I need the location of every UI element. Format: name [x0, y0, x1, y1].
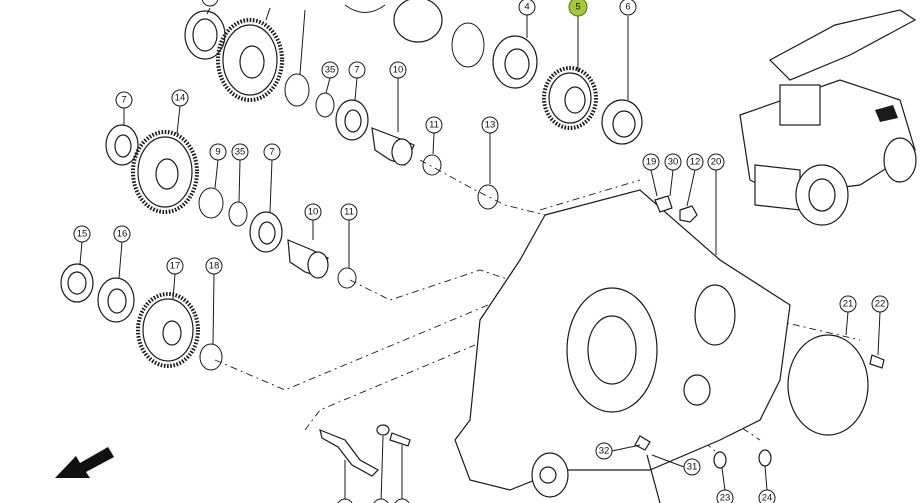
ring-top-center [344, 0, 485, 68]
callout-bottom-3[interactable] [394, 498, 410, 503]
callout-13[interactable]: 13 [481, 116, 499, 134]
callout-30[interactable]: 30 [664, 153, 682, 171]
snap-ring-13 [477, 184, 499, 210]
snap-ring-11-top [422, 154, 442, 176]
callout-20[interactable]: 20 [707, 153, 725, 171]
callout-22[interactable]: 22 [871, 295, 889, 313]
callout-7-top[interactable]: 7 [348, 61, 366, 79]
callout-5[interactable]: 5 [568, 0, 588, 17]
rod-31 [646, 454, 661, 503]
gear-17 [136, 292, 200, 368]
direction-arrow-icon [55, 447, 114, 478]
callout-7-left[interactable]: 7 [115, 91, 133, 109]
callout-31[interactable]: 31 [683, 458, 701, 476]
callout-bottom-1[interactable] [337, 498, 353, 503]
callout-16[interactable]: 16 [113, 225, 131, 243]
bearing-7-mid [249, 211, 283, 253]
callout-12[interactable]: 12 [686, 153, 704, 171]
bearing-7-left [105, 124, 139, 166]
screw-lower [389, 432, 411, 447]
bolt-19 [654, 195, 673, 213]
callout-bottom-2[interactable] [373, 498, 389, 503]
snap-ring-18 [199, 343, 223, 371]
bushing-10-top [371, 127, 415, 166]
callout-17[interactable]: 17 [166, 257, 184, 275]
callout-32[interactable]: 32 [595, 442, 613, 460]
bracket-lower [319, 429, 379, 477]
pin-32 [634, 435, 651, 451]
seal-6 [601, 99, 643, 145]
machine-thumbnail [739, 9, 917, 226]
callout-14[interactable]: 14 [171, 89, 189, 107]
plug-23 [713, 451, 727, 469]
bearing-4 [492, 35, 538, 89]
ring-35-top [315, 92, 335, 118]
callout-35-top[interactable]: 35 [321, 61, 339, 79]
snap-ring-11-mid [337, 267, 357, 289]
callout-11-mid[interactable]: 11 [340, 203, 358, 221]
callout-19[interactable]: 19 [642, 153, 660, 171]
snap-ring-9 [198, 187, 224, 219]
gear-14 [131, 130, 199, 214]
callout-23[interactable]: 23 [716, 489, 734, 503]
callout-24[interactable]: 24 [758, 489, 776, 503]
nut-12 [679, 205, 698, 223]
bushing-10-mid [287, 239, 329, 279]
bearing-16 [97, 277, 135, 323]
callout-15[interactable]: 15 [73, 225, 91, 243]
plug-24 [758, 449, 772, 467]
bolt-22 [869, 354, 885, 369]
callout-9[interactable]: 9 [209, 143, 227, 161]
bearing-7-top [335, 99, 369, 141]
callout-11-top[interactable]: 11 [425, 116, 443, 134]
callout-6[interactable]: 6 [619, 0, 637, 16]
washer-15 [60, 263, 94, 303]
callout-21[interactable]: 21 [839, 295, 857, 313]
callout-4[interactable]: 4 [518, 0, 536, 16]
callout-10-top[interactable]: 10 [389, 61, 407, 79]
callout-7-mid[interactable]: 7 [263, 143, 281, 161]
gearbox-housing-20 [454, 189, 791, 498]
callout-leaders [79, 7, 881, 503]
callout-18[interactable]: 18 [205, 257, 223, 275]
cover-plate-21 [787, 334, 869, 436]
bearing-top-left [184, 10, 226, 60]
gear-top-left [216, 18, 284, 102]
callout-35-mid[interactable]: 35 [231, 143, 249, 161]
gear-5 [542, 66, 598, 130]
callout-top-left[interactable] [201, 0, 219, 7]
ring-35-mid [228, 201, 248, 227]
callout-10-mid[interactable]: 10 [304, 203, 322, 221]
washer-lower [376, 424, 390, 436]
snap-ring-top [284, 73, 310, 107]
